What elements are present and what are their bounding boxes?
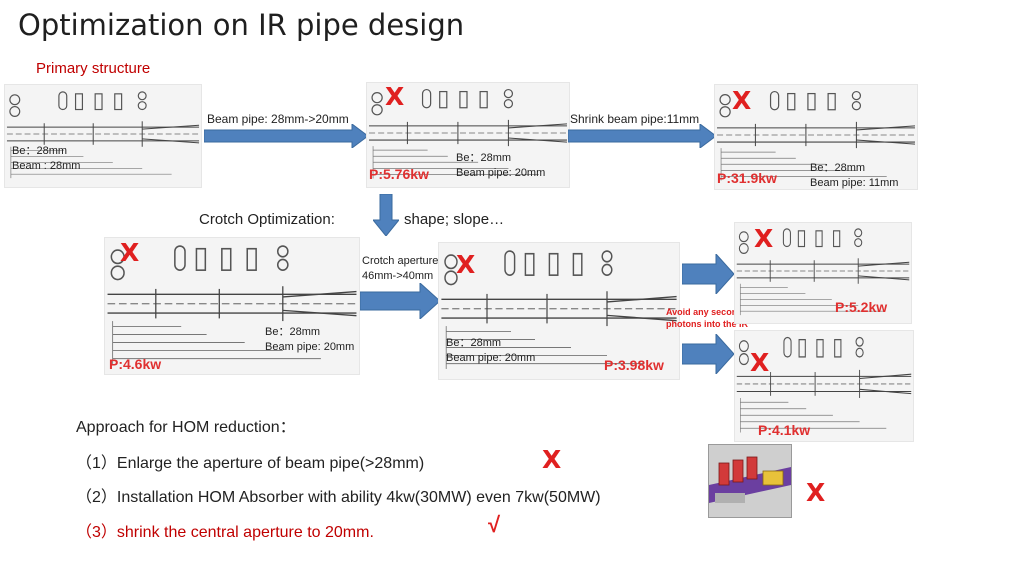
panel-3-power: P:31.9kw — [717, 170, 777, 186]
panel-7-power: P:4.1kw — [758, 422, 811, 438]
drawing-panel-1 — [4, 84, 202, 188]
panel-4-beam-label: Beam pipe: 20mm — [265, 341, 355, 353]
panel-3-beam-label: Beam pipe: 11mm — [810, 177, 899, 189]
right-arrow-2 — [568, 124, 716, 148]
reject-x-icon: X — [542, 445, 562, 474]
drawing-panel-6 — [734, 222, 912, 324]
approach-item-3: （3）shrink the central aperture to 20mm. — [76, 524, 374, 541]
reject-x-icon: X — [750, 348, 770, 377]
hom-absorber-image — [708, 444, 792, 518]
reject-x-icon: X — [732, 86, 752, 115]
panel-5-power: P:3.98kw — [604, 357, 664, 373]
panel-5-beam-label: Beam pipe: 20mm — [446, 352, 536, 364]
drawing-panel-5 — [438, 242, 680, 380]
panel-2-power: P:5.76kw — [369, 166, 429, 182]
panel-3-be-label: Be：28mm — [810, 162, 866, 174]
check-mark-icon: √ — [488, 512, 501, 537]
right-arrow-4 — [682, 254, 734, 294]
reject-x-icon: X — [385, 82, 405, 111]
arrow-1-label: Beam pipe: 28mm->20mm — [207, 112, 349, 126]
reject-x-icon: X — [120, 238, 140, 267]
panel-1-be-label: Be：28mm — [12, 145, 68, 157]
panel-5-be-label: Be：28mm — [446, 337, 502, 349]
drawing-panel-7 — [734, 330, 914, 442]
down-arrow — [373, 194, 399, 236]
right-arrow-1 — [204, 124, 368, 148]
panel-4-power: P:4.6kw — [109, 356, 162, 372]
arrow-2-label: Shrink beam pipe:11mm — [570, 112, 700, 126]
reject-x-icon: X — [806, 478, 826, 507]
panel-4-be-label: Be：28mm — [265, 326, 321, 338]
crotch-optimization-detail: shape; slope… — [404, 211, 505, 228]
crotch-optimization-label: Crotch Optimization: — [199, 211, 335, 228]
reject-x-icon: X — [754, 224, 774, 253]
panel-2-be-label: Be：28mm — [456, 152, 512, 164]
drawing-panel-2 — [366, 82, 570, 188]
drawing-panel-3 — [714, 84, 918, 190]
section-subtitle: Primary structure — [36, 60, 151, 77]
right-arrow-3 — [360, 283, 440, 319]
reject-x-icon: X — [456, 250, 476, 279]
crotch-aperture-label: Crotch aperture — [362, 255, 439, 267]
right-arrow-5 — [682, 334, 734, 374]
avoid-photons-note-1: Avoid any secondary — [666, 307, 757, 317]
approach-item-2: （2）Installation HOM Absorber with abilit… — [76, 489, 601, 506]
panel-6-power: P:5.2kw — [835, 299, 888, 315]
drawing-panel-4 — [104, 237, 360, 375]
panel-2-beam-label: Beam pipe: 20mm — [456, 167, 546, 179]
approach-item-1: （1）Enlarge the aperture of beam pipe(>28… — [76, 455, 425, 472]
page-title: Optimization on IR pipe design — [18, 8, 465, 42]
approach-heading: Approach for HOM reduction： — [76, 419, 296, 436]
crotch-aperture-value: 46mm->40mm — [362, 270, 434, 282]
panel-1-beam-label: Beam : 28mm — [12, 160, 81, 172]
avoid-photons-note-2: photons into the IR — [666, 319, 748, 329]
